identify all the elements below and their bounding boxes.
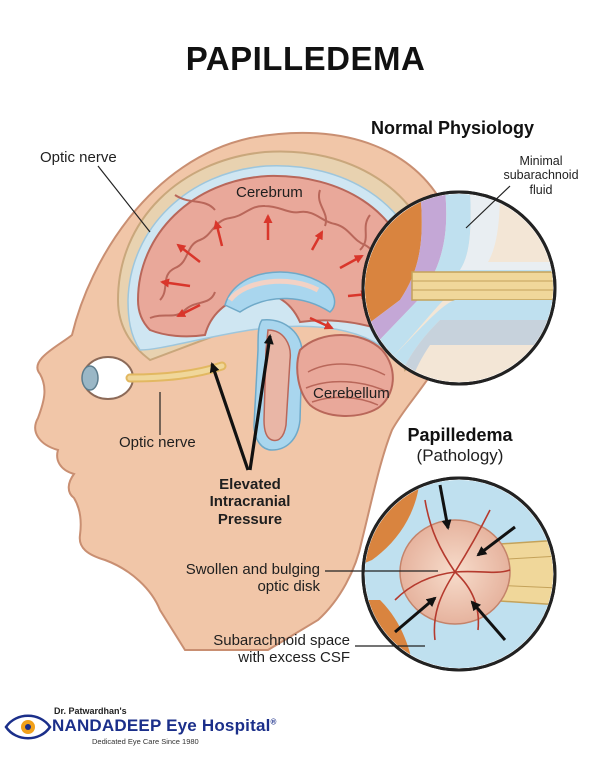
cerebellum-label: Cerebellum (313, 385, 390, 402)
pressure-arrows (160, 214, 370, 330)
optic-nerve-bottom-label: Optic nerve (119, 434, 196, 451)
excess-csf-line2: with excess CSF (238, 649, 350, 667)
cerebellum (296, 334, 394, 417)
elevated-pressure-line3: Pressure (217, 510, 283, 528)
fluid-label-line2: subarachnoid (503, 168, 579, 183)
swollen-disk-line2: optic disk (257, 578, 320, 596)
swollen-disk-line1: Swollen and bulging (185, 561, 320, 578)
fluid-label-line1: Minimal (519, 154, 563, 168)
logo-eye-icon (4, 714, 52, 740)
logo-prefix: Dr. Patwardhan's (54, 706, 127, 716)
elevated-pressure-label: Elevated Intracranial Pressure (180, 476, 320, 528)
pathology-heading: Papilledema (Pathology) (390, 425, 530, 465)
normal-heading: Normal Physiology (371, 118, 535, 138)
pathology-heading-line1: Papilledema (407, 425, 513, 445)
cerebrum (136, 174, 412, 338)
fluid-label-line3: fluid (529, 182, 553, 197)
pathology-heading-line2: (Pathology) (416, 445, 504, 465)
page-title: PAPILLEDEMA (185, 40, 426, 77)
fluid-label: Minimal subarachnoid fluid (486, 154, 596, 197)
compression-arrows (394, 484, 516, 641)
elevated-pressure-line2: Intracranial (209, 493, 291, 511)
fluid-leader (465, 185, 511, 229)
elevated-pressure-line1: Elevated (219, 476, 281, 493)
excess-csf-label: Subarachnoid space with excess CSF (180, 632, 350, 667)
label-leaders (97, 165, 438, 647)
logo-name-text: NANDADEEP Eye Hospital (52, 716, 271, 735)
normal-inset (361, 190, 557, 386)
eye (81, 356, 134, 400)
logo-name: NANDADEEP Eye Hospital® (52, 716, 277, 736)
pressure-pointer-arrows (209, 334, 274, 471)
swollen-disk-label: Swollen and bulging optic disk (150, 561, 320, 596)
excess-csf-line1: Subarachnoid space (213, 632, 350, 649)
logo-reg-mark: ® (270, 717, 277, 727)
logo-tagline: Dedicated Eye Care Since 1980 (92, 737, 199, 746)
optic-nerve-top-label: Optic nerve (40, 149, 117, 166)
cerebrum-label: Cerebrum (236, 184, 303, 201)
